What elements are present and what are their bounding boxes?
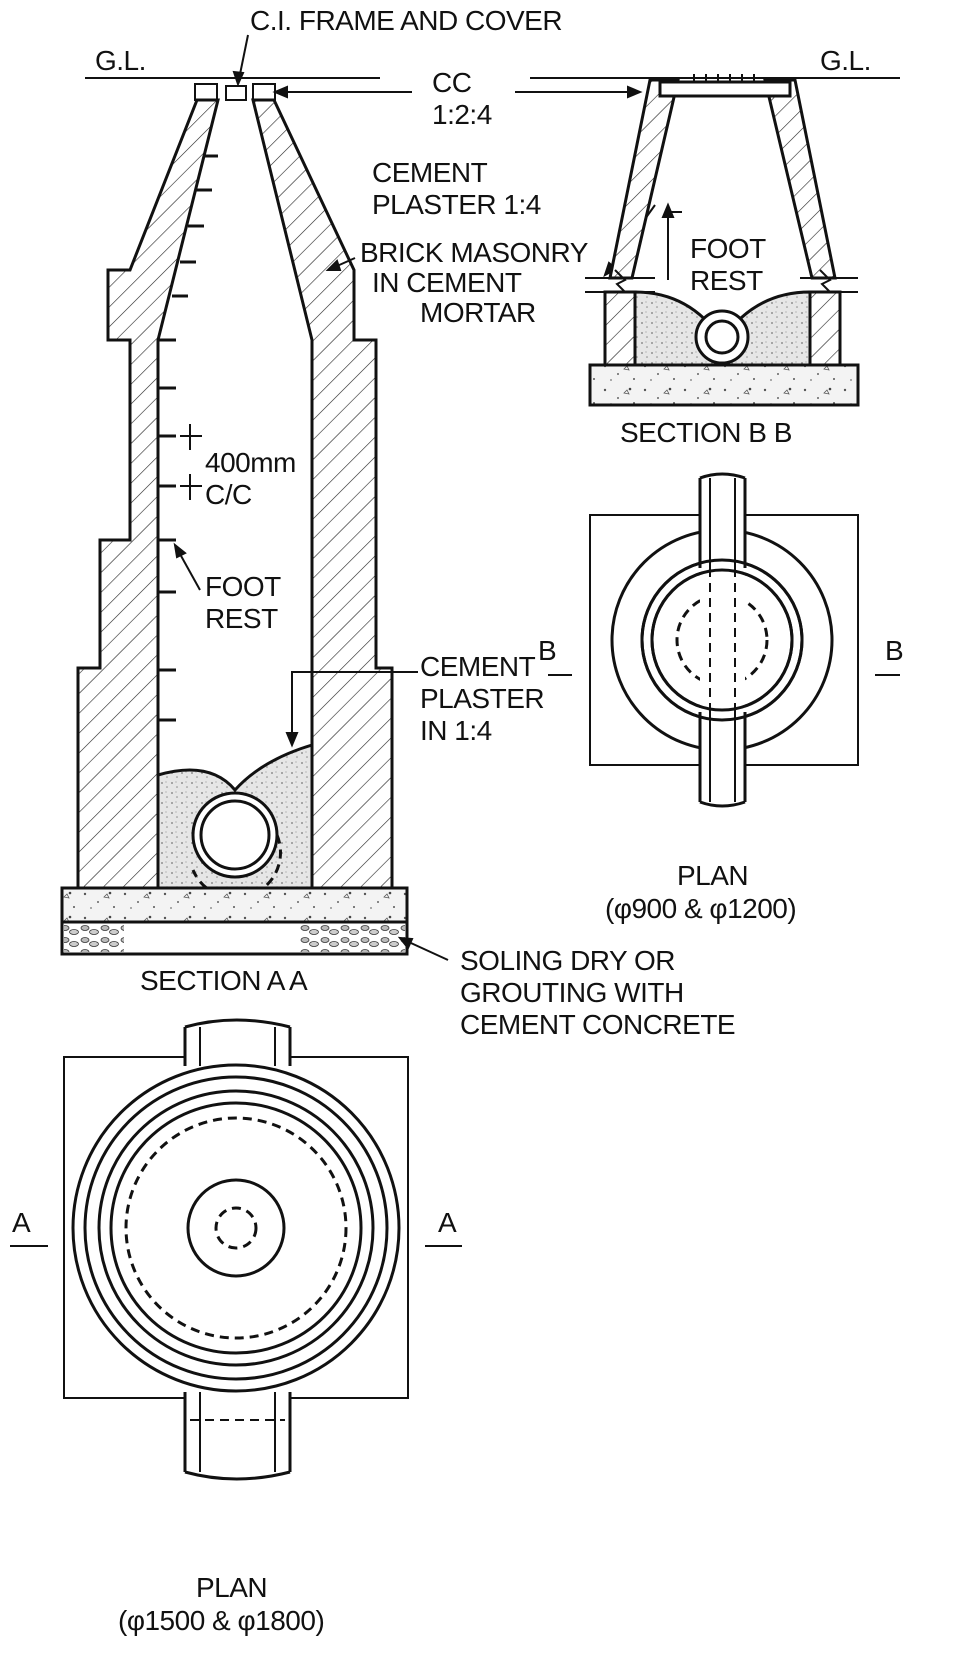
plan-large: [10, 1018, 462, 1481]
cover-ribs: [693, 74, 755, 82]
label-plaster-top-2: PLASTER 1:4: [372, 189, 541, 220]
label-plan-large-1: PLAN: [196, 1572, 267, 1603]
pipe-inner: [199, 799, 271, 871]
label-gl-right: G.L.: [820, 45, 871, 76]
base-b: [588, 363, 860, 407]
label-plan-small-2: (φ900 & φ1200): [605, 893, 796, 924]
pipe-inner-small: [709, 478, 736, 802]
plan-large-ring-2: [83, 1075, 389, 1381]
left-brick-wall: [76, 98, 220, 890]
plan-large-ring-1: [71, 1063, 401, 1393]
soling-right: [300, 924, 405, 952]
label-plaster-in-2: PLASTER: [420, 683, 544, 714]
label-brick-1: BRICK MASONRY: [360, 237, 589, 268]
pipe-through-small: [698, 478, 747, 802]
label-footrest-b-2: REST: [690, 265, 763, 296]
pipe-hidden-small: [709, 568, 736, 712]
labels: C.I. FRAME AND COVER G.L. G.L. CC 1:2:4 …: [12, 5, 904, 1636]
label-brick-3: MORTAR: [420, 297, 536, 328]
frame-right: [252, 83, 276, 101]
plan-small: [548, 472, 900, 808]
base-concrete: [60, 886, 409, 924]
foot-rests: [158, 154, 218, 722]
label-ci-frame: C.I. FRAME AND COVER: [250, 5, 562, 36]
spacing-markers: [180, 424, 202, 500]
label-soling-2: GROUTING WITH: [460, 977, 684, 1008]
label-plan-small-1: PLAN: [677, 860, 748, 891]
label-plaster-in-1: CEMENT: [420, 651, 536, 682]
plan-large-ring-3: [97, 1089, 375, 1367]
pipe-ends-small: [699, 472, 746, 808]
pipe-b-inner: [704, 319, 740, 355]
label-soling-3: CEMENT CONCRETE: [460, 1009, 735, 1040]
plan-large-shaft: [186, 1178, 286, 1278]
pipe-inner-large: [199, 1027, 276, 1472]
lower-wall-right-b: [808, 290, 842, 367]
section-a-a: [60, 77, 409, 956]
label-footrest-b-1: FOOT: [690, 233, 766, 264]
label-plan-large-2: (φ1500 & φ1800): [118, 1605, 324, 1636]
section-b-b: [530, 74, 900, 407]
label-section-aa: SECTION A A: [140, 965, 308, 996]
label-cc-1: CC: [432, 67, 472, 98]
cover-b: [658, 80, 792, 98]
cover: [225, 85, 247, 101]
label-cut-b-left: B: [538, 635, 556, 666]
label-soling-1: SOLING DRY OR: [460, 945, 675, 976]
pipe-hidden: [191, 834, 282, 900]
frame-left: [194, 83, 218, 101]
plan-large-ring-4: [109, 1101, 363, 1355]
soling-left: [64, 924, 124, 952]
break-zigzag: [614, 269, 833, 295]
plan-large-core-hidden: [214, 1206, 258, 1250]
label-brick-2: IN CEMENT: [372, 267, 522, 298]
label-cc-2: 1:2:4: [432, 99, 492, 130]
label-plaster-in-3: IN 1:4: [420, 715, 492, 746]
label-footrest-a-2: REST: [205, 603, 278, 634]
label-footrest-a-1: FOOT: [205, 571, 281, 602]
label-spacing-1: 400mm: [205, 447, 296, 478]
pipe-through-large: [183, 1027, 292, 1472]
pipe-ends-large: [184, 1018, 291, 1481]
label-section-bb: SECTION B B: [620, 417, 792, 448]
label-spacing-2: C/C: [205, 479, 252, 510]
label-cut-a-left: A: [12, 1207, 31, 1238]
label-plaster-top-1: CEMENT: [372, 157, 488, 188]
label-gl-left: G.L.: [95, 45, 146, 76]
label-cut-a-right: A: [438, 1207, 457, 1238]
label-cut-b-right: B: [885, 635, 903, 666]
plan-large-ring-hidden: [124, 1116, 348, 1340]
right-wall-b: [763, 78, 837, 280]
lower-wall-left-b: [603, 290, 637, 367]
